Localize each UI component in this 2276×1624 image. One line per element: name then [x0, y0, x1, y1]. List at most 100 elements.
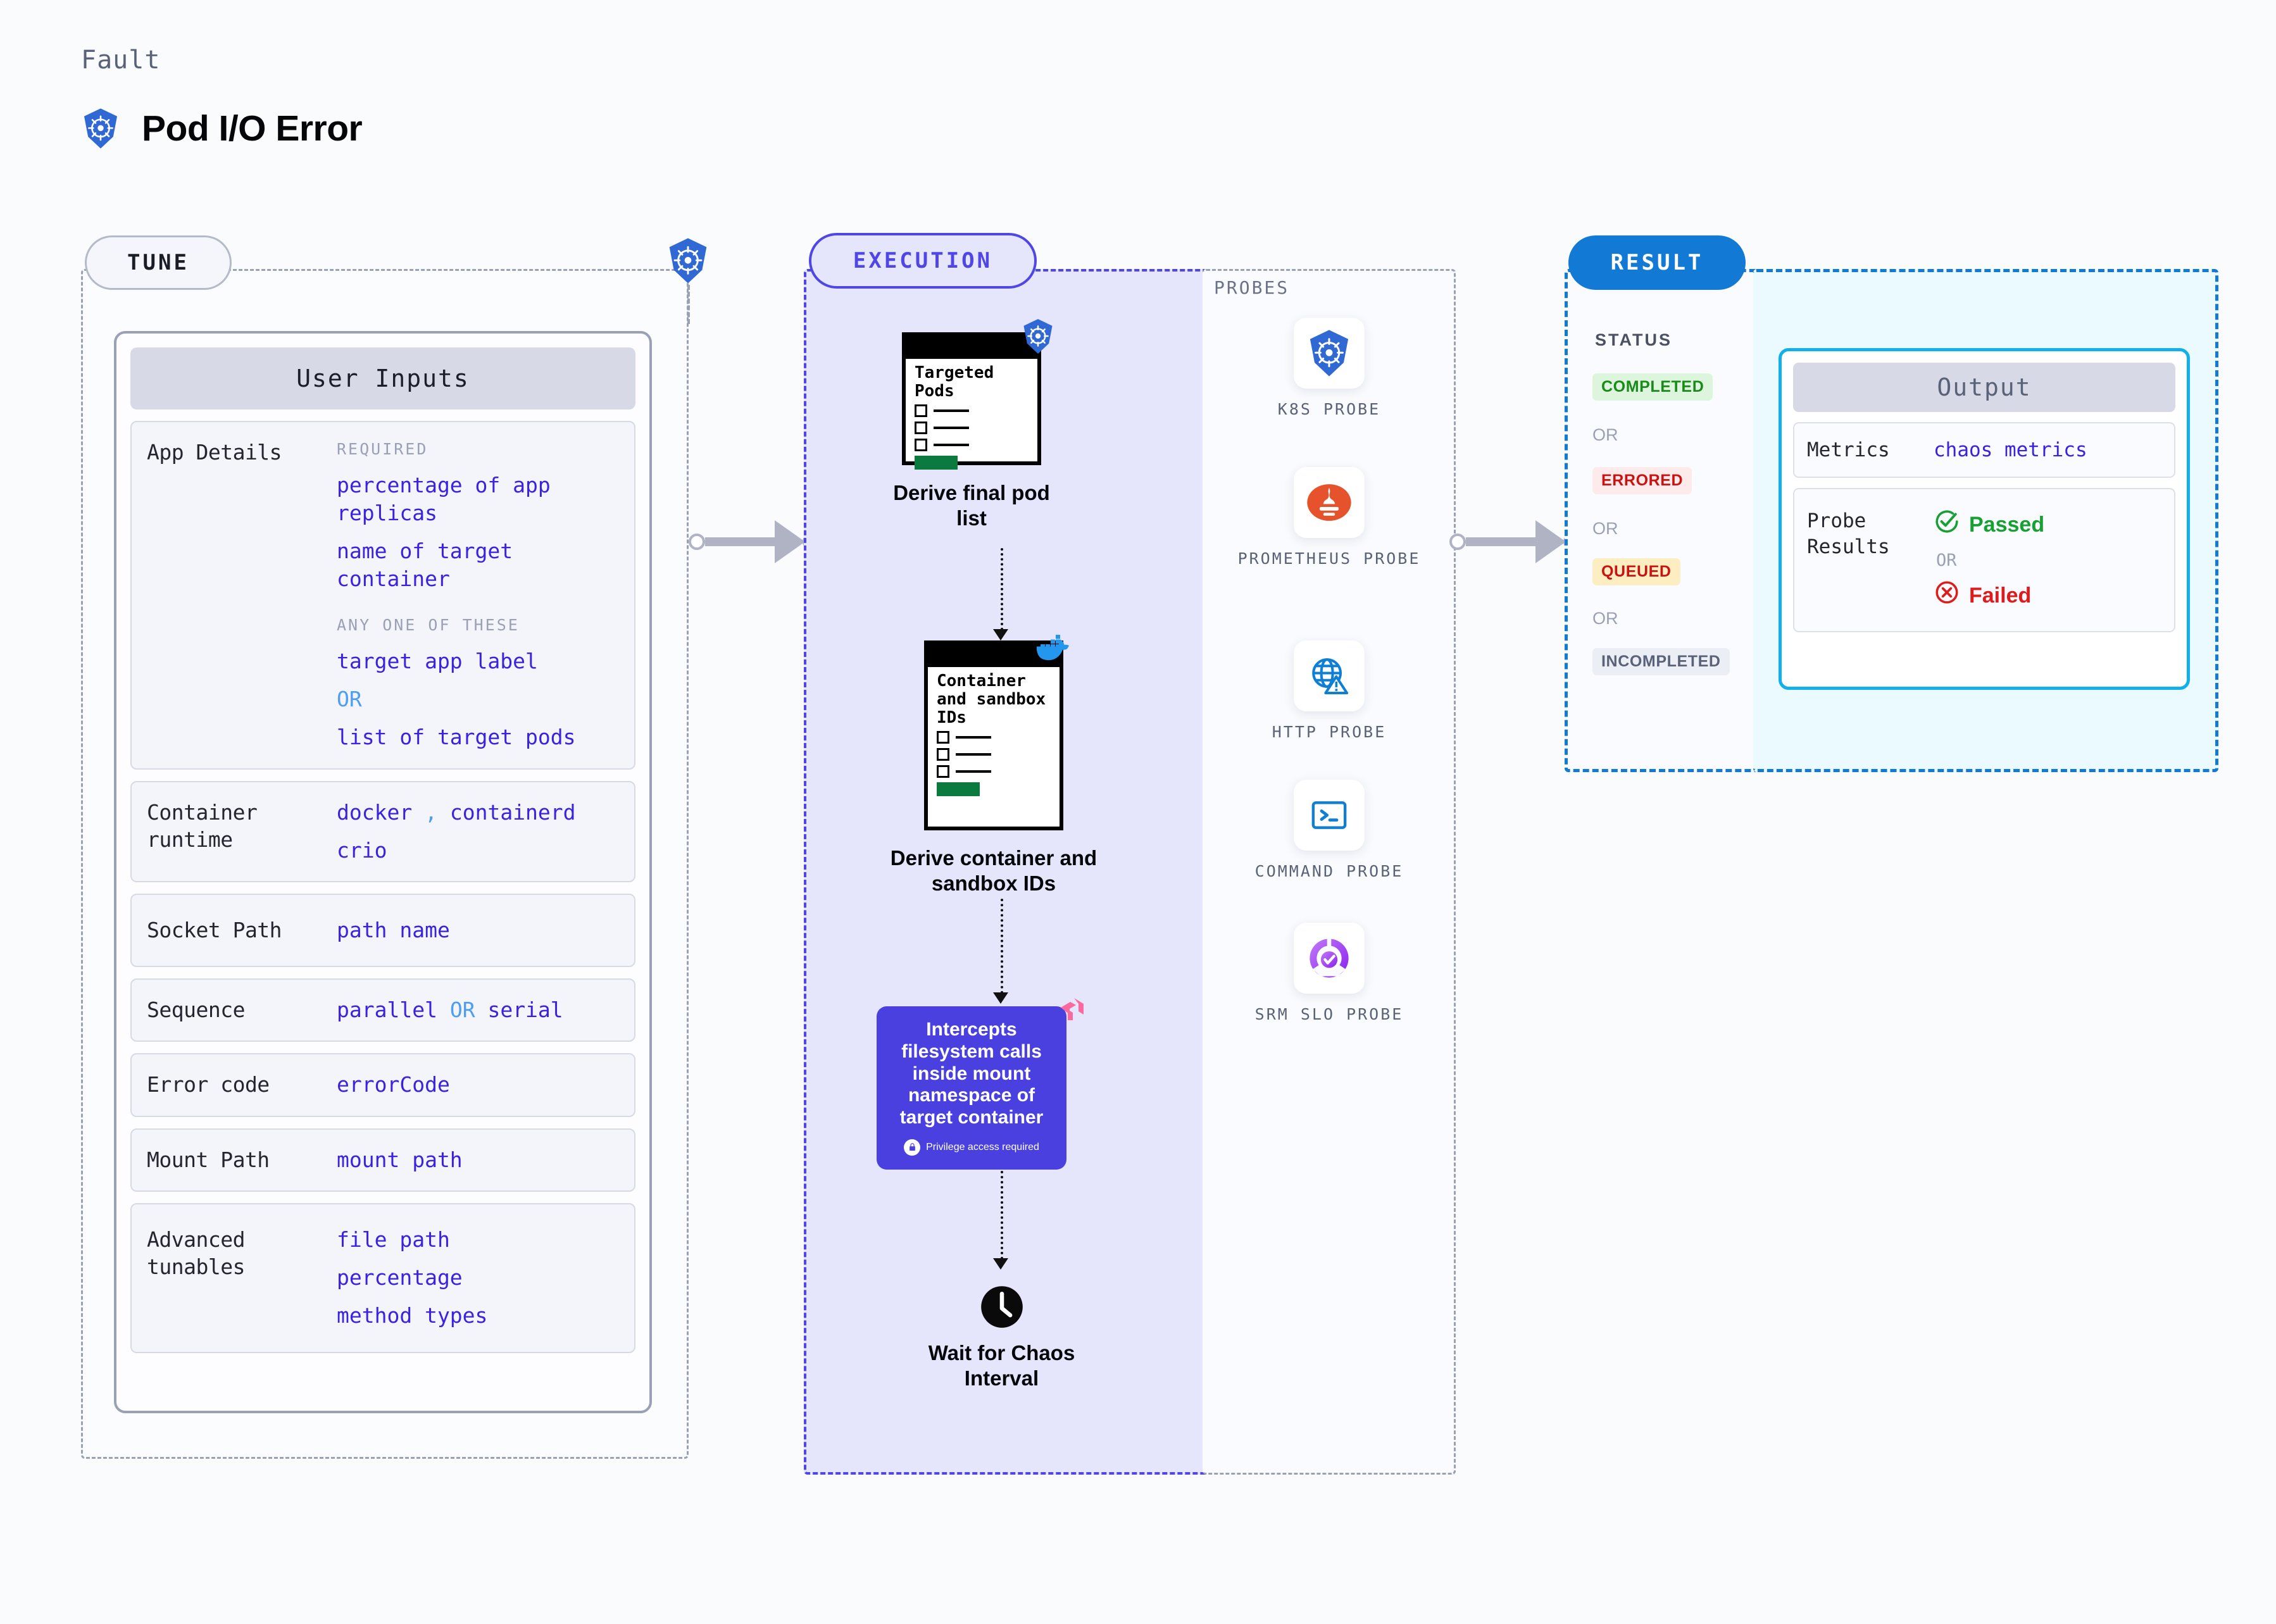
output-row-metrics[interactable]: Metrics chaos metrics	[1793, 422, 2175, 478]
srm-slo-icon	[1294, 923, 1365, 994]
document-icon: Container and sandbox IDs	[924, 640, 1063, 830]
connector-tune-to-execution	[689, 520, 819, 563]
node-caption: Derive final pod list	[893, 481, 1050, 530]
clock-icon	[980, 1286, 1024, 1332]
prometheus-icon	[1294, 467, 1365, 538]
value-text: containerd	[449, 799, 576, 825]
value-text: file path	[337, 1227, 450, 1252]
probe-srm-slo[interactable]: SRM SLO PROBE	[1234, 923, 1424, 1025]
or-separator: OR	[1936, 550, 1957, 570]
hint-required: REQUIRED	[337, 440, 428, 458]
output-card: Output Metrics chaos metrics Probe Resul…	[1779, 348, 2190, 690]
tune-row-container-runtime[interactable]: Container runtime docker , containerd cr…	[130, 780, 635, 882]
docker-icon	[1034, 630, 1073, 665]
tune-dashed-stub	[687, 285, 690, 324]
output-row-probe-results[interactable]: Probe Results Passed OR	[1793, 488, 2175, 632]
row-label: Advanced tunables	[147, 1227, 245, 1280]
value-text: method types	[337, 1303, 488, 1328]
lock-icon	[904, 1139, 921, 1156]
litmus-icon	[1058, 995, 1088, 1028]
flow-connector	[1001, 899, 1003, 994]
row-values: Passed OR Failed	[1934, 508, 2161, 612]
row-label: Metrics	[1807, 439, 1890, 461]
kubernetes-icon	[1021, 318, 1055, 357]
doc-line	[956, 736, 991, 739]
doc-checklist	[928, 727, 1060, 778]
output-title: Output	[1793, 363, 2175, 412]
stage-badge-result[interactable]: RESULT	[1568, 235, 1746, 290]
privilege-note: Privilege access required	[904, 1139, 1039, 1156]
status-badge-errored: ERRORED	[1592, 467, 1692, 494]
user-inputs-title: User Inputs	[130, 347, 635, 409]
kubernetes-icon	[666, 237, 710, 287]
value-text: parallel	[337, 997, 437, 1023]
kubernetes-icon	[1294, 318, 1365, 389]
probe-command[interactable]: COMMAND PROBE	[1234, 780, 1424, 882]
status-title: STATUS	[1595, 330, 1672, 349]
connector-execution-to-result	[1449, 520, 1580, 563]
or-separator: OR	[1592, 425, 1618, 444]
probe-http[interactable]: HTTP PROBE	[1234, 640, 1424, 743]
hint-any-one: ANY ONE OF THESE	[337, 616, 520, 635]
flow-arrowhead	[993, 1258, 1008, 1270]
or-separator: OR	[337, 687, 362, 712]
doc-checklist	[906, 401, 1037, 452]
status-badge-incompleted: INCOMPLETED	[1592, 648, 1730, 675]
value-text: serial	[487, 997, 563, 1023]
terminal-icon	[1294, 780, 1365, 851]
execution-callout-intercept: Intercepts filesystem calls inside mount…	[877, 1006, 1066, 1170]
row-label: Mount Path	[147, 1147, 270, 1172]
or-separator: OR	[1592, 609, 1618, 628]
row-label: App Details	[147, 440, 282, 465]
tune-row-mount-path[interactable]: Mount Path mount path	[130, 1128, 635, 1192]
tune-row-error-code[interactable]: Error code errorCode	[130, 1053, 635, 1117]
row-values: REQUIRED percentage of app replicas name…	[337, 439, 619, 752]
doc-title: Container and sandbox IDs	[937, 671, 1046, 728]
status-badge-queued: QUEUED	[1592, 558, 1680, 585]
row-label: Sequence	[147, 997, 245, 1023]
check-circle-icon	[1934, 508, 1960, 541]
probe-k8s[interactable]: K8S PROBE	[1234, 318, 1424, 420]
probe-result-failed: Failed	[1934, 579, 2161, 612]
failed-label: Failed	[1969, 583, 2032, 608]
row-label: Probe Results	[1807, 509, 1890, 558]
row-values: file path percentage method types	[337, 1226, 619, 1330]
value-text: name of target container	[337, 538, 513, 592]
flow-arrowhead	[993, 629, 1008, 640]
tune-row-sequence[interactable]: Sequence parallel OR serial	[130, 978, 635, 1042]
passed-label: Passed	[1969, 513, 2045, 537]
execution-node-wait: Wait for Chaos Interval	[911, 1285, 1092, 1392]
doc-line	[934, 444, 969, 447]
value-text: percentage	[337, 1265, 463, 1290]
user-inputs-card: User Inputs App Details REQUIRED percent…	[114, 331, 652, 1413]
tune-row-advanced-tunables[interactable]: Advanced tunables file path percentage m…	[130, 1202, 635, 1353]
checkbox-icon	[915, 439, 927, 452]
kubernetes-icon	[81, 108, 120, 149]
page-title: Pod I/O Error	[142, 108, 363, 149]
privilege-note-text: Privilege access required	[926, 1141, 1039, 1152]
doc-line	[956, 753, 991, 756]
value-text: list of target pods	[337, 725, 576, 750]
connector-dot	[689, 534, 705, 550]
tune-row-app-details[interactable]: App Details REQUIRED percentage of app r…	[130, 421, 635, 770]
node-caption: Wait for Chaos Interval	[928, 1341, 1075, 1390]
result-panel	[1565, 269, 1773, 772]
probe-prometheus[interactable]: PROMETHEUS PROBE	[1234, 467, 1424, 570]
stage-badge-execution[interactable]: EXECUTION	[809, 233, 1037, 289]
checkbox-icon	[915, 422, 927, 435]
connector-dot	[1449, 534, 1466, 550]
value-text: crio	[337, 837, 387, 863]
x-circle-icon	[1934, 579, 1960, 612]
document-icon: Targeted Pods	[902, 332, 1041, 470]
probe-label: COMMAND PROBE	[1254, 862, 1404, 880]
tune-row-socket-path[interactable]: Socket Path path name	[130, 893, 635, 968]
stage-badge-tune[interactable]: TUNE	[85, 235, 232, 290]
connector-arrowhead	[775, 520, 805, 563]
or-separator: OR	[449, 997, 475, 1023]
probe-result-passed: Passed	[1934, 508, 2161, 541]
value-separator: ,	[425, 799, 437, 825]
probe-label: HTTP PROBE	[1272, 723, 1387, 741]
value-text: errorCode	[337, 1072, 450, 1097]
row-values: parallel OR serial	[337, 996, 619, 1024]
row-label: Container runtime	[147, 799, 258, 853]
